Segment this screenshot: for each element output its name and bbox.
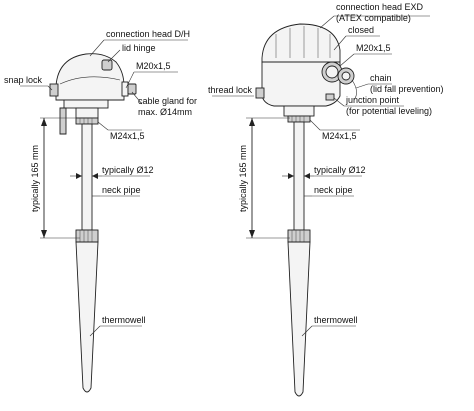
right-connection-head-label-2: (ATEX compatible)	[336, 13, 411, 23]
left-cable-gland-label-2: max. Ø14mm	[138, 107, 192, 117]
left-neck-pipe	[81, 123, 93, 231]
right-dim-165-label: typically 165 mm	[238, 145, 248, 212]
right-lid	[261, 23, 341, 63]
right-thermowell	[287, 241, 311, 397]
left-sensor: typically 165 mm	[30, 53, 150, 393]
right-neck-pipe	[293, 121, 305, 231]
right-junction-label-1: junction point	[345, 95, 400, 105]
right-sensor: typically 165 mm	[238, 23, 362, 397]
left-cable-gland	[121, 81, 129, 97]
right-closed-label: closed	[348, 25, 374, 35]
left-lid-hinge	[101, 59, 113, 71]
right-m24-label: M24x1,5	[322, 131, 357, 141]
right-chain-label-1: chain	[370, 73, 392, 83]
right-chain-label-2: (lid fall prevention)	[370, 84, 444, 94]
left-thermowell	[75, 241, 99, 393]
left-snap-lock	[49, 83, 59, 97]
right-dim-12-label: typically Ø12	[314, 165, 366, 175]
right-thread-lock-label: thread lock	[208, 85, 253, 95]
left-thermowell-label: thermowell	[102, 315, 146, 325]
left-thread-nut	[75, 117, 99, 125]
left-snap-lock-label: snap lock	[4, 75, 43, 85]
right-junction-label-2: (for potential leveling)	[346, 106, 432, 116]
left-lid-hinge-label: lid hinge	[122, 43, 156, 53]
right-thread-nut	[287, 115, 311, 123]
right-connection-head	[261, 61, 341, 107]
right-neck-pipe-label: neck pipe	[314, 185, 353, 195]
left-dim-12-label: typically Ø12	[102, 165, 154, 175]
left-neck-pipe-label: neck pipe	[102, 185, 141, 195]
right-leaders	[212, 15, 430, 337]
left-leaders	[20, 39, 188, 337]
left-cable-gland-label-1: cable gland for	[138, 96, 197, 106]
right-thermowell-label: thermowell	[314, 315, 358, 325]
right-chain	[351, 79, 357, 101]
left-m24-label: M24x1,5	[110, 131, 145, 141]
right-junction-point	[325, 93, 335, 101]
left-connection-head-label: connection head D/H	[106, 29, 190, 39]
left-dim-165-label: typically 165 mm	[30, 145, 40, 212]
left-m20-label: M20x1,5	[136, 61, 171, 71]
right-thread-lock	[255, 87, 265, 99]
right-connection-head-label-1: connection head EXD	[336, 2, 424, 12]
right-m20-label: M20x1,5	[356, 43, 391, 53]
